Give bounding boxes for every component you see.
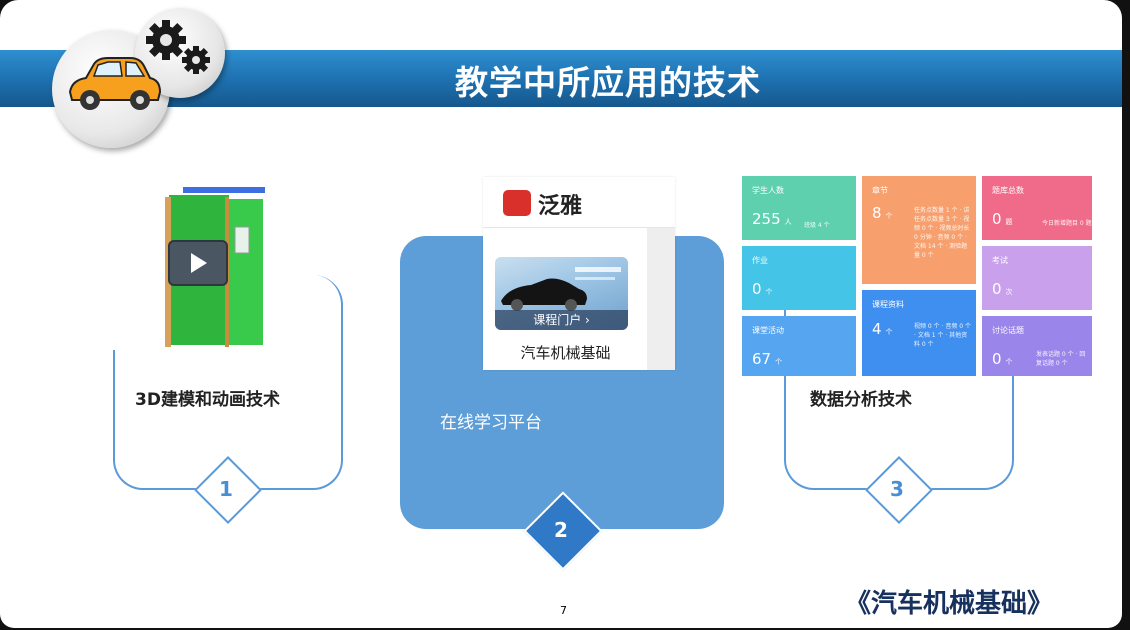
tile-extra: 今日新增题目 0 题 bbox=[1042, 220, 1092, 227]
tile-value-number: 67 bbox=[752, 350, 772, 368]
tile-title: 作业 bbox=[752, 256, 768, 265]
tile-unit: 题 bbox=[1005, 218, 1013, 226]
tile-value-number: 0 bbox=[992, 280, 1002, 298]
tile-title: 题库总数 bbox=[992, 186, 1024, 195]
tile-title: 课堂活动 bbox=[752, 326, 784, 335]
sports-car-image bbox=[501, 267, 621, 311]
number-3: 3 bbox=[890, 477, 904, 501]
tile-unit: 个 bbox=[775, 358, 783, 366]
item-label-2: 在线学习平台 bbox=[440, 413, 542, 433]
car-icon bbox=[68, 57, 162, 110]
tile-value-number: 8 bbox=[872, 204, 882, 222]
course-portal-button[interactable]: 课程门户 › bbox=[495, 310, 628, 330]
item-label-1: 3D建模和动画技术 bbox=[135, 390, 280, 410]
tile-value-number: 0 bbox=[992, 350, 1002, 368]
tile-value-number: 255 bbox=[752, 210, 781, 228]
fanya-brand: 泛雅 bbox=[538, 194, 583, 219]
video-play-icon[interactable] bbox=[168, 240, 228, 286]
fanya-logo-icon bbox=[503, 190, 531, 216]
fanya-platform-screenshot: 泛雅 课程门户 › 汽车机械基础 bbox=[483, 177, 675, 370]
footer-course-title: 《汽车机械基础》 bbox=[845, 589, 1054, 619]
tile-extra: 班级 4 个 bbox=[804, 222, 830, 229]
tile-value-number: 0 bbox=[992, 210, 1002, 228]
tile-extra: 视频 0 个 · 音频 0 个 · 文档 1 个 · 其他资料 0 个 bbox=[914, 323, 971, 348]
item-label-3: 数据分析技术 bbox=[810, 390, 912, 410]
tile-unit: 个 bbox=[765, 288, 773, 296]
number-2: 2 bbox=[554, 518, 568, 542]
page-number: 7 bbox=[560, 604, 567, 617]
tile-title: 课程资料 bbox=[872, 300, 904, 309]
gear-icon bbox=[146, 20, 210, 74]
tile-title: 考试 bbox=[992, 256, 1008, 265]
tile-unit: 个 bbox=[885, 328, 893, 336]
tile-title: 学生人数 bbox=[752, 186, 784, 195]
fanya-header: 泛雅 bbox=[483, 177, 675, 228]
fanya-sidebar bbox=[647, 228, 675, 370]
tile-title: 讨论话题 bbox=[992, 326, 1024, 335]
tile-unit: 次 bbox=[1005, 288, 1013, 296]
tile-unit: 人 bbox=[784, 218, 792, 226]
number-1: 1 bbox=[219, 477, 233, 501]
tile-unit: 个 bbox=[1005, 358, 1013, 366]
slide-title: 教学中所应用的技术 bbox=[455, 63, 761, 102]
tile-extra: 任务点数量 1 个 · 讲任务点数量 3 个 · 视频 0 个 · 视频总时长 … bbox=[914, 207, 970, 259]
tile-unit: 个 bbox=[885, 212, 893, 220]
tile-value-number: 4 bbox=[872, 320, 882, 338]
course-thumbnail[interactable]: 课程门户 › bbox=[495, 257, 628, 330]
tile-extra: 发表话题 0 个 · 回复话题 0 个 bbox=[1036, 351, 1086, 367]
course-name: 汽车机械基础 bbox=[520, 344, 611, 362]
tile-value-number: 0 bbox=[752, 280, 762, 298]
tile-title: 章节 bbox=[872, 186, 888, 195]
